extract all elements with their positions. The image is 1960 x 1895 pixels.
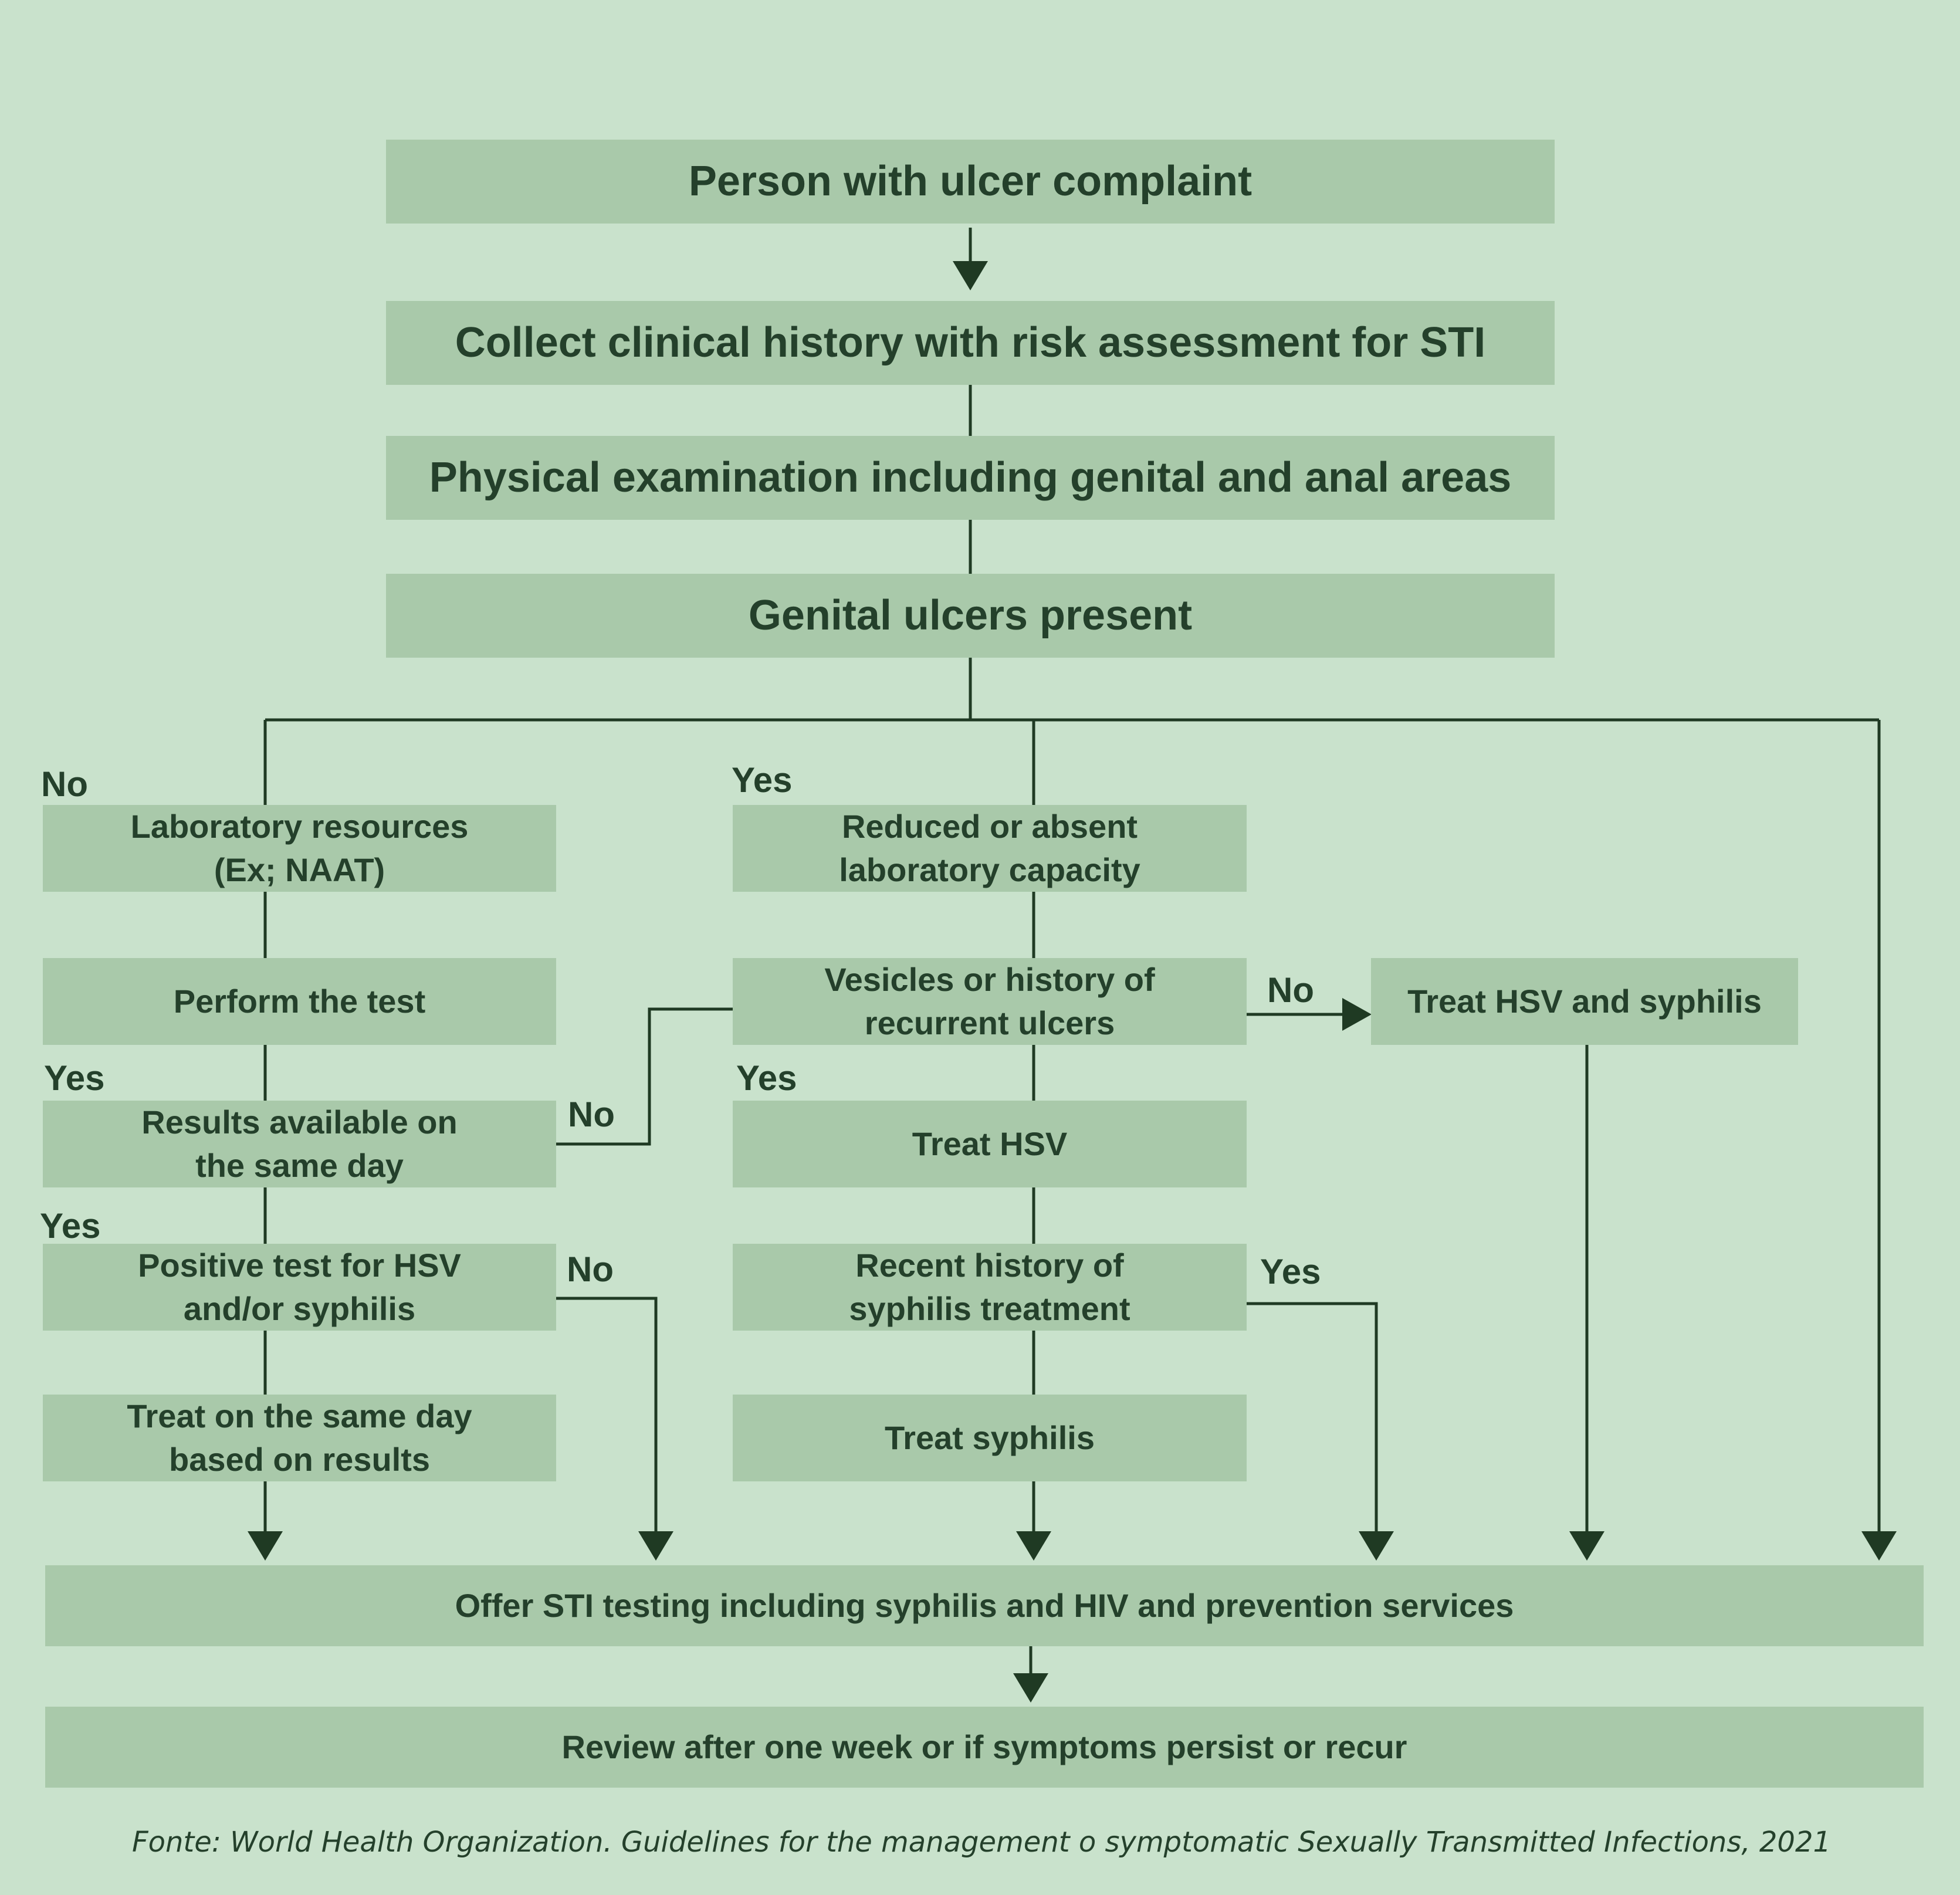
node-treat-syphilis: Treat syphilis [733,1395,1247,1481]
label-no-results-same-day: No [568,1095,615,1134]
node-positive-test-text: Positive test for HSV and/or syphilis [138,1247,461,1327]
arrow-treat-syphilis-to-offer [1016,1531,1051,1561]
node-laboratory-resources: Laboratory resources (Ex; NAAT) [43,805,556,892]
connector-results-no-to-vesicles [512,1007,752,1146]
node-treat-same-day-text: Treat on the same day based on results [127,1397,472,1478]
arrow-treat-hsv-syphilis-to-offer [1569,1531,1604,1561]
node-review-after-one-week-text: Review after one week or if symptoms per… [561,1728,1407,1766]
node-person-with-ulcer: Person with ulcer complaint [386,140,1555,224]
node-results-same-day-text: Results available on the same day [141,1104,458,1184]
label-yes-results-same-day: Yes [40,1206,101,1246]
source-citation: Fonte: World Health Organization. Guidel… [132,1826,1832,1859]
node-reduced-lab-capacity-text: Reduced or absent laboratory capacity [839,808,1140,888]
node-physical-examination-text: Physical examination including genital a… [429,454,1512,502]
arrow-treat-same-day-to-offer [248,1531,283,1561]
node-clinical-history: Collect clinical history with risk asses… [386,301,1555,385]
arrow-recent-yes-to-offer [1359,1531,1394,1561]
arrow-offer-to-review [1013,1673,1048,1703]
label-no-vesicles: No [1267,970,1314,1010]
label-no-positive-test: No [567,1250,614,1289]
node-person-with-ulcer-text: Person with ulcer complaint [688,158,1252,205]
arrow-right-to-offer [1861,1531,1897,1561]
node-treat-hsv: Treat HSV [733,1101,1247,1187]
node-genital-ulcers-present: Genital ulcers present [386,574,1555,658]
label-yes-reduced-capacity: Yes [732,760,793,800]
connector-recent-yes-to-offer [1247,1302,1378,1531]
node-clinical-history-text: Collect clinical history with risk asses… [455,319,1486,367]
node-vesicles-recurrent-ulcers-text: Vesicles or history of recurrent ulcers [824,961,1155,1041]
label-yes-vesicles: Yes [736,1058,797,1098]
node-treat-hsv-text: Treat HSV [912,1125,1068,1163]
label-yes-perform-test: Yes [44,1058,105,1098]
arrow-positive-no-to-offer [638,1531,673,1561]
node-genital-ulcers-present-text: Genital ulcers present [748,592,1193,639]
arrow-start-to-history [953,261,988,290]
node-laboratory-resources-text: Laboratory resources (Ex; NAAT) [130,808,469,888]
node-positive-test: Positive test for HSV and/or syphilis [43,1244,556,1331]
node-perform-test: Perform the test [43,958,556,1045]
node-offer-sti-testing-text: Offer STI testing including syphilis and… [455,1587,1514,1625]
node-perform-test-text: Perform the test [173,983,426,1020]
node-physical-examination: Physical examination including genital a… [386,436,1555,520]
node-treat-syphilis-text: Treat syphilis [885,1419,1095,1457]
node-recent-syphilis-treatment-text: Recent history of syphilis treatment [849,1247,1130,1327]
node-treat-hsv-and-syphilis-text: Treat HSV and syphilis [1407,983,1762,1020]
node-results-same-day: Results available on the same day [43,1101,556,1187]
node-offer-sti-testing: Offer STI testing including syphilis and… [45,1565,1924,1646]
node-review-after-one-week: Review after one week or if symptoms per… [45,1707,1924,1788]
node-treat-hsv-and-syphilis: Treat HSV and syphilis [1371,958,1798,1045]
node-vesicles-recurrent-ulcers: Vesicles or history of recurrent ulcers [733,958,1247,1045]
label-no-lab-resources: No [41,764,88,804]
node-treat-same-day: Treat on the same day based on results [43,1395,556,1481]
arrow-vesicles-no [1342,998,1372,1031]
label-yes-recent-syphilis: Yes [1260,1252,1321,1291]
node-recent-syphilis-treatment: Recent history of syphilis treatment [733,1244,1247,1331]
node-reduced-lab-capacity: Reduced or absent laboratory capacity [733,805,1247,892]
